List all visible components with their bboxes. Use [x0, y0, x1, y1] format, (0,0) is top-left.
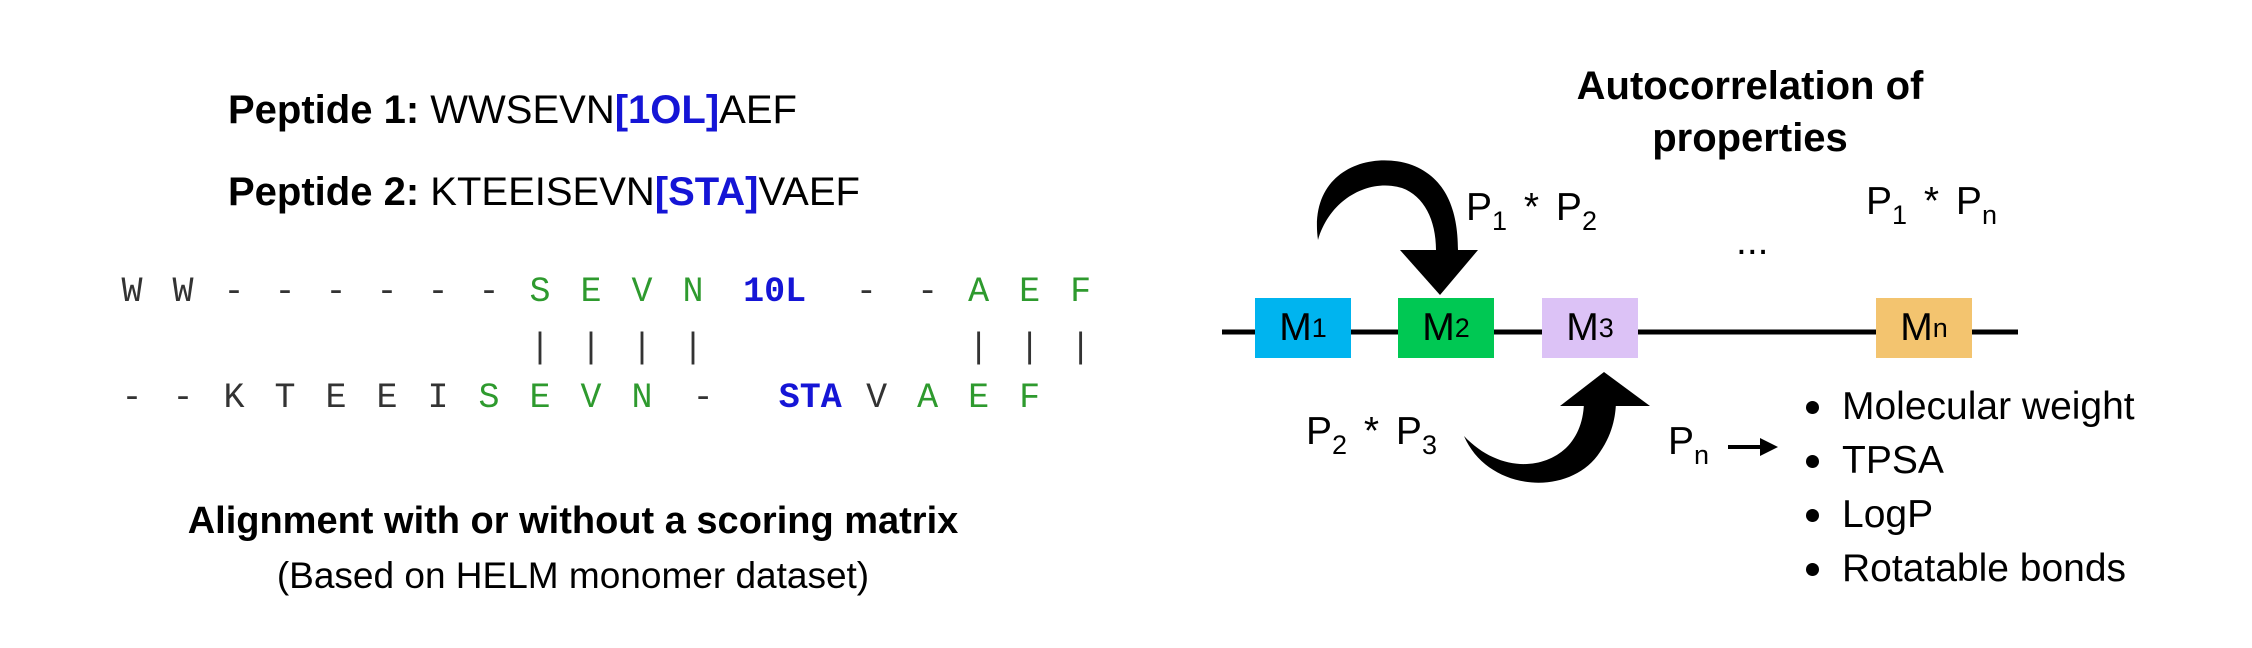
alignment-row-1-residue: 10L — [743, 272, 807, 312]
bullet-icon — [1806, 509, 1819, 522]
title-line-1: Autocorrelation of — [1576, 64, 1924, 108]
alignment-row-1-residue: - — [223, 272, 245, 312]
alignment-row-2-residue: F — [1019, 378, 1041, 418]
alignment-row-1-residue: A — [968, 272, 990, 312]
alignment-row-2-residue: A — [917, 378, 939, 418]
alignment-row-1-residue: - — [427, 272, 449, 312]
alignment-row-2-residue: - — [121, 378, 143, 418]
ellipsis: ... — [1736, 220, 1769, 263]
alignment-row-2-residue: - — [172, 378, 194, 418]
match-bar: | — [1070, 328, 1092, 368]
alignment-row-1-residue: V — [631, 272, 653, 312]
alignment-row-1-residue: - — [376, 272, 398, 312]
alignment-match-bars: | | | | | | | — [112, 328, 1112, 372]
property-label: Rotatable bonds — [1842, 547, 2127, 590]
pn-label: Pn — [1668, 420, 1710, 470]
peptide-2: Peptide 2: KTEEISEVN[STA]VAEF — [228, 170, 860, 215]
right-arrow-icon — [1728, 438, 1778, 456]
alignment-row-2-residue: - — [692, 378, 714, 418]
property-item: Rotatable bonds — [1800, 542, 2135, 596]
alignment-row-1-residue: W — [172, 272, 194, 312]
bullet-icon — [1806, 563, 1819, 576]
alignment-row-1-residue: - — [917, 272, 939, 312]
match-bar: | — [1019, 328, 1041, 368]
property-label: TPSA — [1842, 439, 1944, 482]
alignment-row-1-residue: E — [1019, 272, 1041, 312]
peptide-1-modification: [1OL] — [614, 88, 720, 132]
alignment-row-2-residue: I — [427, 378, 449, 418]
product-p2-p3: P2 * P3 — [1306, 410, 1437, 460]
alignment-row-2-residue: E — [968, 378, 990, 418]
peptide-1-label: Peptide 1: — [228, 88, 420, 132]
peptide-2-seq-post: VAEF — [758, 170, 860, 214]
alignment-row-1-residue: - — [478, 272, 500, 312]
property-label: Molecular weight — [1842, 385, 2135, 428]
product-p1-p2: P1 * P2 — [1466, 186, 1597, 236]
property-label: LogP — [1842, 493, 1934, 536]
bullet-icon — [1806, 401, 1819, 414]
alignment-row-1-residue: - — [855, 272, 877, 312]
alignment-row-2-residue: E — [376, 378, 398, 418]
alignment-caption: Alignment with or without a scoring matr… — [187, 500, 959, 542]
match-bar: | — [968, 328, 990, 368]
alignment-row-1-residue: N — [682, 272, 704, 312]
alignment-row-2-residue: E — [325, 378, 347, 418]
alignment-row-2-residue: N — [631, 378, 653, 418]
curved-arrow-down-icon — [1316, 160, 1478, 295]
autocorrelation-title: Autocorrelation of properties — [1500, 60, 2000, 164]
alignment-row-2-residue: K — [223, 378, 245, 418]
alignment-row-2-residue: V — [866, 378, 888, 418]
property-item: TPSA — [1800, 434, 2135, 488]
alignment-row-2-residue: STA — [778, 378, 842, 418]
alignment-row-1-residue: W — [121, 272, 143, 312]
bullet-icon — [1806, 455, 1819, 468]
curved-arrow-up-icon — [1464, 372, 1650, 483]
alignment-row-2-residue: E — [529, 378, 551, 418]
match-bar: | — [682, 328, 704, 368]
alignment-row-2-residue: T — [274, 378, 296, 418]
peptide-1-seq-pre: WWSEVN — [430, 88, 615, 132]
alignment-subcaption: (Based on HELM monomer dataset) — [276, 555, 870, 596]
title-line-2: properties — [1652, 116, 1848, 160]
alignment-row-2-residue: V — [580, 378, 602, 418]
peptide-2-modification: [STA] — [654, 170, 759, 214]
alignment-row-1-residue: - — [274, 272, 296, 312]
peptide-1: Peptide 1: WWSEVN[1OL]AEF — [228, 88, 797, 133]
peptide-1-seq-post: AEF — [719, 88, 797, 132]
alignment-row-1-residue: F — [1070, 272, 1092, 312]
alignment-row-1-residue: - — [325, 272, 347, 312]
alignment-row-2-residue: S — [478, 378, 500, 418]
match-bar: | — [631, 328, 653, 368]
alignment-row-1-residue: E — [580, 272, 602, 312]
property-item: Molecular weight — [1800, 380, 2135, 434]
match-bar: | — [580, 328, 602, 368]
match-bar: | — [529, 328, 551, 368]
peptide-2-seq-pre: KTEEISEVN — [430, 170, 655, 214]
property-item: LogP — [1800, 488, 2135, 542]
alignment-row-1-residue: S — [529, 272, 551, 312]
peptide-2-label: Peptide 2: — [228, 170, 420, 214]
product-p1-pn: P1 * Pn — [1866, 180, 1997, 230]
